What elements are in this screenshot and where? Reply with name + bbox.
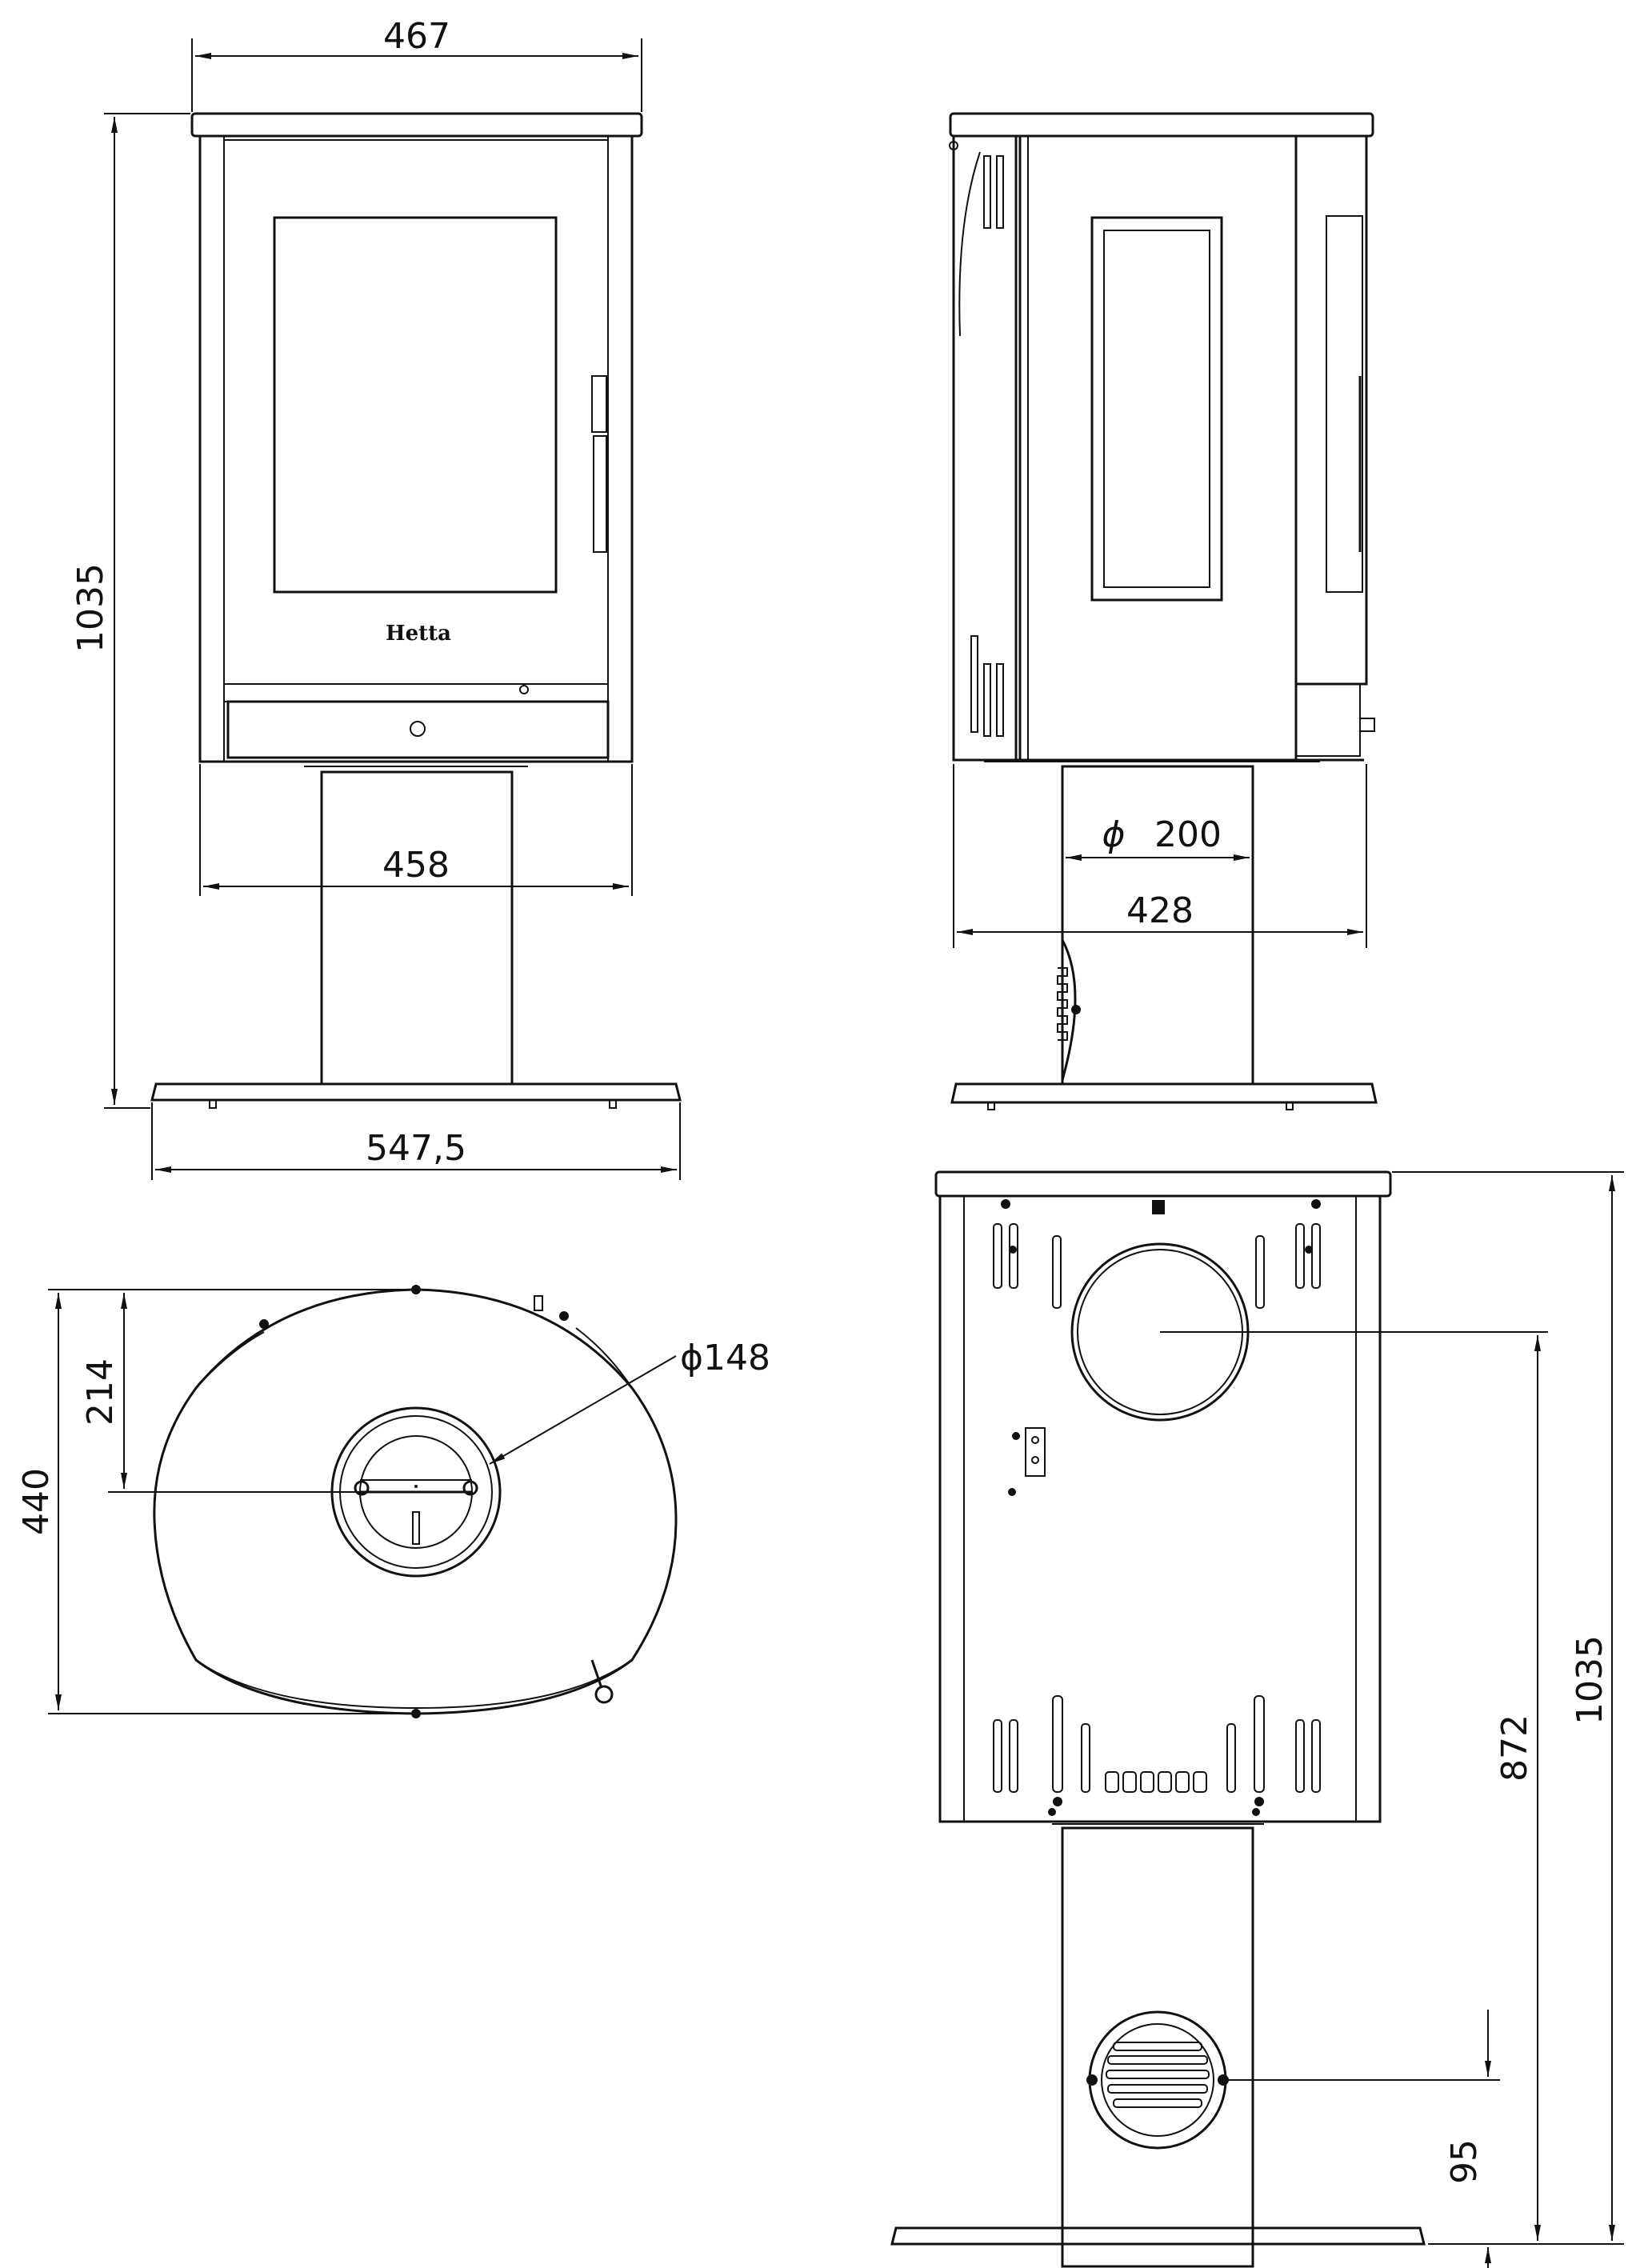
dim-back-height: 1035 — [1570, 1635, 1610, 1725]
dim-top-depth: 440 — [16, 1468, 57, 1535]
dim-base-width: 547,5 — [366, 1128, 466, 1169]
back-view: 1035 872 95 — [890, 1170, 1624, 2268]
side-view: ϕ 200 428 — [949, 112, 1378, 1110]
dim-body-width: 458 — [382, 845, 450, 886]
dim-column-diameter-symbol: ϕ — [1102, 814, 1125, 855]
dim-side-depth: 428 — [1126, 890, 1194, 931]
dim-flue-diameter: ϕ148 — [680, 1338, 770, 1378]
dim-flue-height: 872 — [1494, 1714, 1535, 1782]
dim-air-inlet-height: 95 — [1444, 2139, 1485, 2184]
dim-flue-offset: 214 — [80, 1358, 121, 1426]
dim-top-width: 467 — [383, 16, 450, 57]
dim-column-diameter: 200 — [1154, 814, 1222, 855]
top-view: 440 214 ϕ148 — [16, 1285, 770, 1718]
dim-front-height: 1035 — [70, 563, 111, 653]
front-view: Hetta 467 1035 458 547,5 — [70, 16, 682, 1180]
brand-logo: Hetta — [386, 622, 451, 646]
